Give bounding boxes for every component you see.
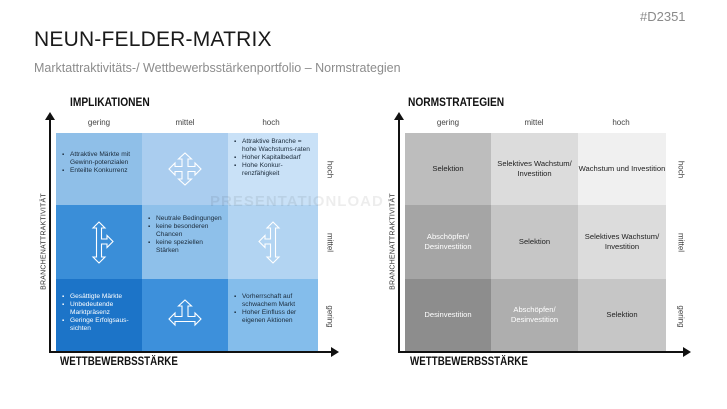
left-col-label-hoch: hoch [262, 118, 280, 127]
list-item: Attraktive Märkte mit Gewinn-potenzialen [62, 151, 138, 167]
right-x-arrow-icon [683, 347, 691, 357]
list-item: Enteilte Konkurrenz [62, 167, 138, 175]
matrix-cell-gering-mittel [56, 205, 142, 279]
strategy-cell-mittel-mittel: Selektion [491, 205, 578, 279]
matrix-cell-gering-gering: Gesättigte MärkteUnbedeutende Marktpräse… [56, 279, 142, 351]
right-row-label-mittel: mittel [676, 232, 686, 253]
left-y-axis [49, 118, 51, 353]
left-row-label-gering: gering [325, 305, 335, 328]
right-x-axis [398, 351, 685, 353]
left-x-arrow-icon [331, 347, 339, 357]
strategy-cell-mittel-gering: Abschöpfen/ Desinvestition [491, 279, 578, 351]
list-item: keine besonderen Chancen [148, 223, 225, 239]
page-title: NEUN-FELDER-MATRIX [34, 28, 272, 51]
list-item: Unbedeutende Marktpräsenz [62, 301, 139, 317]
slide-id: #D2351 [640, 9, 686, 24]
matrix-cell-hoch-gering: Vorherrschaft auf schwachem MarktHoher E… [228, 279, 318, 351]
list-item: Attraktive Branche = hohe Wachstums-rate… [234, 138, 315, 154]
matrix-cell-hoch-hoch: Attraktive Branche = hohe Wachstums-rate… [228, 133, 318, 205]
right-row-label-hoch: hoch [676, 160, 686, 179]
arrows-three-way-up-icon [168, 299, 202, 327]
strategy-cell-hoch-hoch: Wachstum und Investition [578, 133, 666, 205]
list-item: Geringe Erfolgsaus-sichten [62, 317, 139, 333]
left-x-axis-label: WETTBEWERBSSTÄRKE [60, 356, 178, 368]
right-col-label-gering: gering [436, 118, 460, 127]
left-col-label-mittel: mittel [175, 118, 195, 127]
right-col-label-mittel: mittel [524, 118, 544, 127]
right-y-axis [398, 118, 400, 353]
right-heading: NORMSTRATEGIEN [408, 95, 505, 109]
left-x-axis [49, 351, 333, 353]
strategy-cell-gering-mittel: Abschöpfen/ Desinvestition [405, 205, 491, 279]
matrix-cell-mittel-mittel: Neutrale Bedingungenkeine besonderen Cha… [142, 205, 228, 279]
left-y-axis-label: BRANCHENATTRAKTIVITÄT [40, 193, 48, 290]
right-row-label-gering: gering [676, 305, 686, 328]
page-subtitle: Marktattraktivitäts-/ Wettbewerbsstärken… [34, 61, 401, 75]
list-item: Hohe Konkur-renzfähigkeit [234, 162, 315, 178]
strategy-cell-hoch-mittel: Selektives Wachstum/ Investition [578, 205, 666, 279]
right-x-axis-label: WETTBEWERBSSTÄRKE [410, 356, 528, 368]
left-y-arrow-icon [45, 112, 55, 120]
list-item: Hoher Einfluss der eigenen Aktionen [234, 309, 315, 325]
left-heading: IMPLIKATIONEN [70, 95, 150, 109]
right-y-axis-label: BRANCHENATTRAKTIVITÄT [389, 193, 397, 290]
left-row-label-mittel: mittel [325, 232, 335, 253]
strategy-cell-gering-gering: Desinvestition [405, 279, 491, 351]
matrix-cell-mittel-hoch [142, 133, 228, 205]
left-row-label-hoch: hoch [325, 160, 335, 179]
list-item: Vorherrschaft auf schwachem Markt [234, 293, 315, 309]
matrix-cell-hoch-mittel [228, 205, 318, 279]
watermark: PRESENTATIONLOAD [210, 193, 384, 210]
list-item: Gesättigte Märkte [62, 293, 139, 301]
right-y-arrow-icon [394, 112, 404, 120]
right-col-label-hoch: hoch [612, 118, 630, 127]
strategy-cell-mittel-hoch: Selektives Wachstum/ Investition [491, 133, 578, 205]
strategy-cell-hoch-gering: Selektion [578, 279, 666, 351]
list-item: Hoher Kapitalbedarf [234, 154, 315, 162]
matrix-cell-gering-hoch: Attraktive Märkte mit Gewinn-potenzialen… [56, 133, 142, 205]
matrix-cell-mittel-gering [142, 279, 228, 351]
arrows-three-way-left-icon [258, 221, 281, 264]
left-col-label-gering: gering [87, 118, 111, 127]
arrows-three-way-icon [91, 221, 114, 264]
list-item: Neutrale Bedingungen [148, 215, 225, 223]
strategy-cell-gering-hoch: Selektion [405, 133, 491, 205]
list-item: keine speziellen Stärken [148, 239, 225, 255]
arrows-four-way-icon [168, 152, 202, 186]
